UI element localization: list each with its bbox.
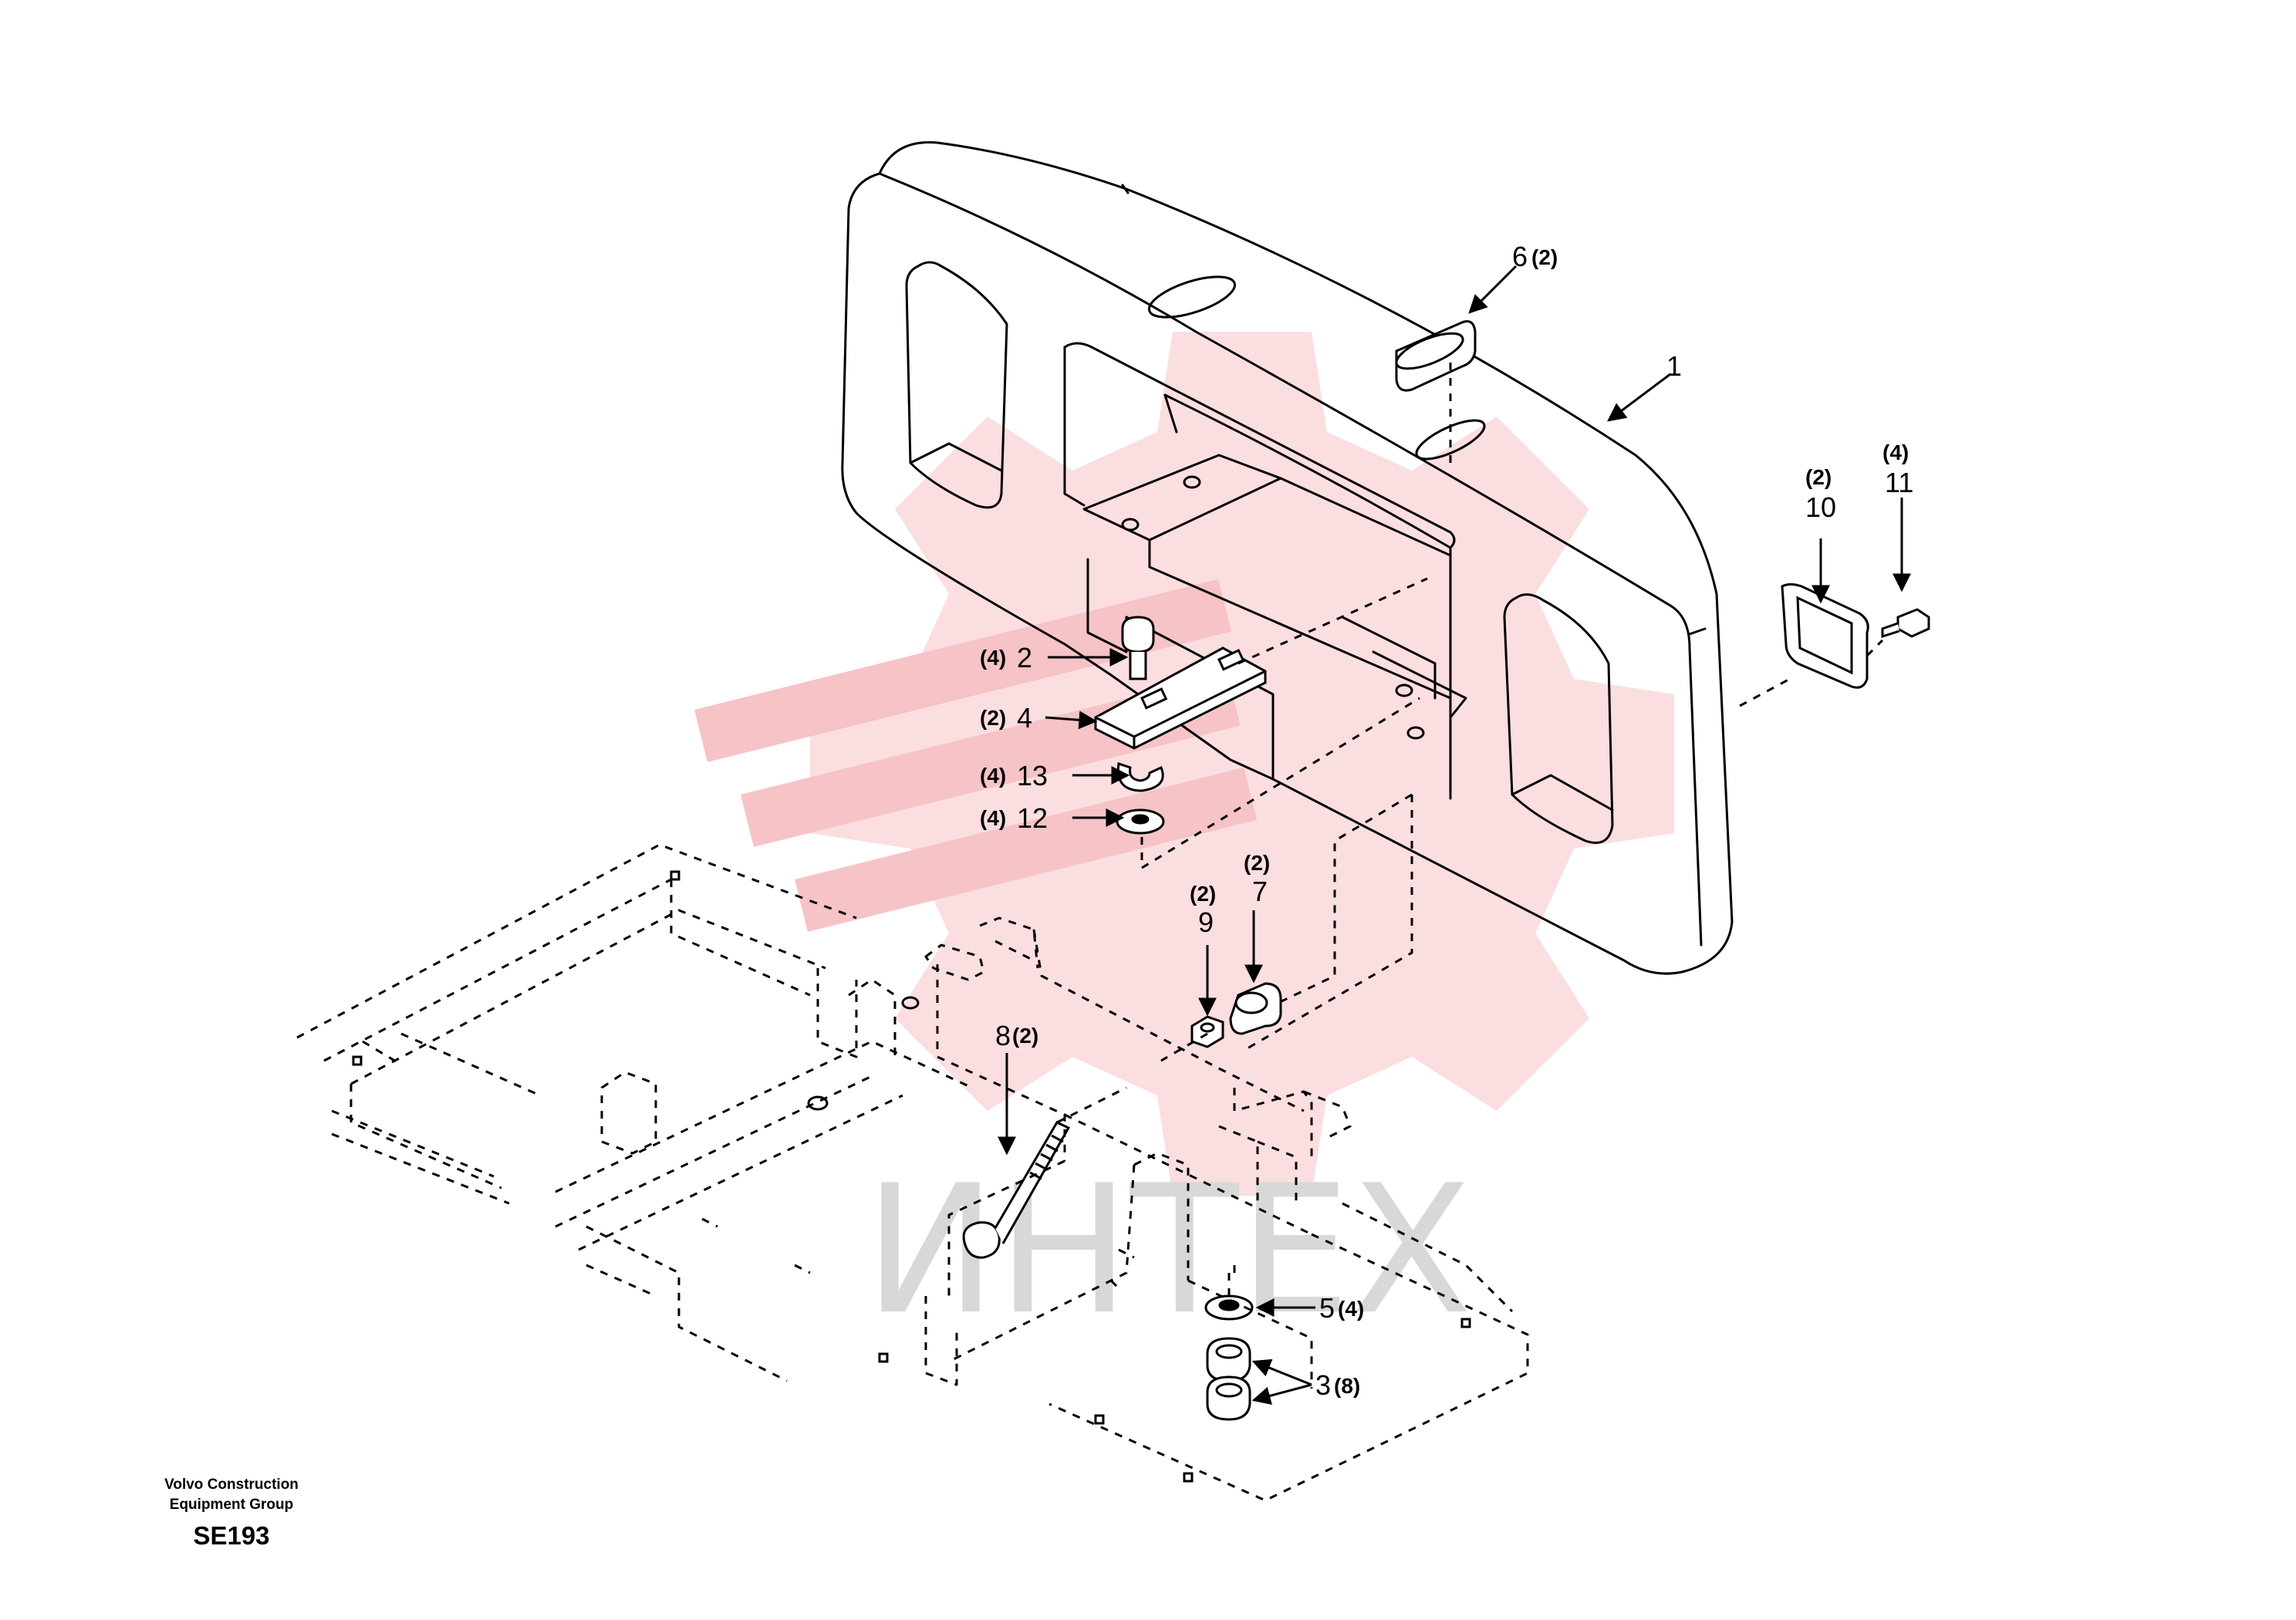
callout-2-qty: (4)	[980, 646, 1006, 670]
nut-part-3-lower	[1206, 1375, 1251, 1421]
washer-part-12	[1116, 808, 1165, 835]
callout-5-number: 5	[1319, 1292, 1335, 1324]
company-line-1: Volvo Construction	[164, 1477, 299, 1493]
callout-7-qty: (2)	[1244, 851, 1270, 875]
nut-part-3-upper	[1206, 1337, 1251, 1382]
frame-markers	[352, 870, 1471, 1483]
callout-8-qty: (2)	[1012, 1024, 1038, 1048]
bolt-part-2	[1121, 616, 1155, 680]
callout-9-number: 9	[1198, 906, 1214, 938]
callout-3-qty: (8)	[1334, 1374, 1360, 1398]
plate-dashed-line	[1140, 577, 1428, 870]
callout-10-qty: (2)	[1805, 465, 1832, 489]
callout-4-qty: (2)	[980, 706, 1006, 730]
counterweight-dashed-outline	[1245, 793, 1413, 1051]
watermark-text: ИНТЕХ	[864, 1148, 1472, 1354]
company-line-2: Equipment Group	[169, 1497, 294, 1513]
callout-11-number: 11	[1885, 467, 1913, 498]
callout-8-number: 8	[995, 1020, 1011, 1051]
callout-7-number: 7	[1252, 876, 1268, 907]
spacer-part-7	[1229, 982, 1282, 1035]
callout-5-qty: (4)	[1338, 1297, 1364, 1321]
counterweight-part-1	[841, 141, 1734, 975]
plug-part-6	[1395, 320, 1477, 392]
frame-dashed	[296, 843, 1529, 1502]
bolt-part-11	[1881, 608, 1930, 639]
light-dashed-line	[1739, 639, 1884, 707]
callout-13-number: 13	[1017, 760, 1048, 791]
callout-3-number: 3	[1315, 1369, 1331, 1401]
callout-9-qty: (2)	[1190, 882, 1216, 906]
diagram-code: SE193	[193, 1521, 270, 1550]
watermark-gear-logo	[694, 332, 1674, 1196]
leader-arrows	[998, 265, 1911, 1406]
bolt-part-8	[962, 1121, 1071, 1259]
callout-1-number: 1	[1666, 350, 1682, 382]
callout-4-number: 4	[1017, 702, 1032, 734]
callout-13-qty: (4)	[980, 764, 1006, 788]
callout-6-qty: (2)	[1531, 245, 1558, 269]
callout-12-number: 12	[1017, 802, 1048, 834]
callout-2-number: 2	[1017, 642, 1032, 673]
light-part-10	[1781, 583, 1869, 689]
plate-part-4	[1094, 646, 1267, 750]
callout-12-qty: (4)	[980, 806, 1006, 830]
callout-10-number: 10	[1805, 491, 1836, 523]
callout-6-number: 6	[1512, 241, 1528, 272]
callout-11-qty: (4)	[1882, 440, 1909, 464]
